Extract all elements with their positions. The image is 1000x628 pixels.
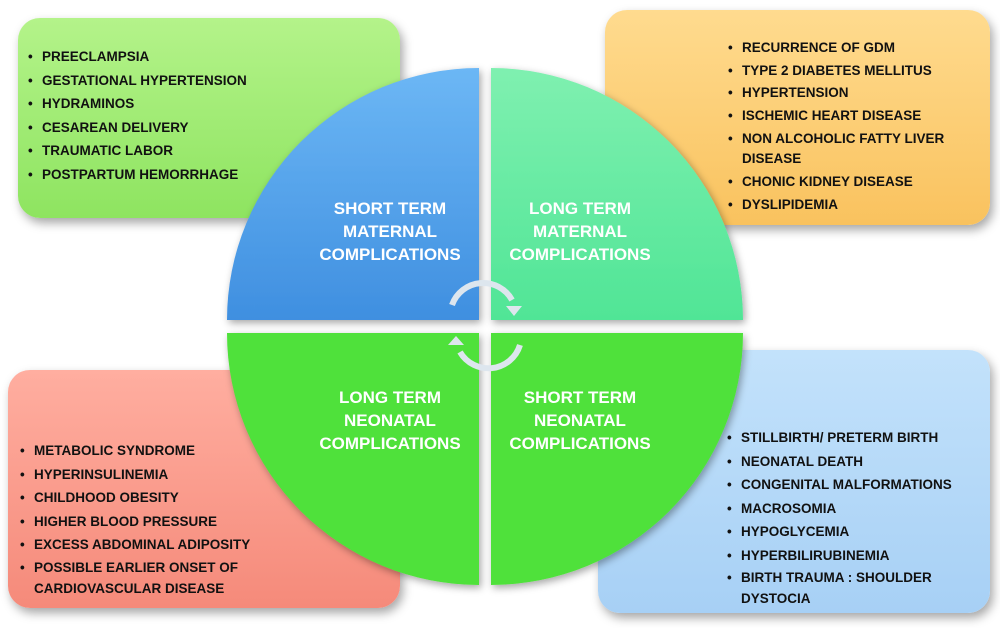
short-term-maternal-title: SHORT TERM MATERNAL COMPLICATIONS (290, 197, 490, 266)
list-item: TRAUMATIC LABOR (28, 139, 268, 163)
title-line: NEONATAL (534, 411, 626, 430)
short-term-maternal-quadrant (227, 68, 479, 320)
list-item: HYPOGLYCEMIA (727, 520, 967, 544)
list-item: ISCHEMIC HEART DISEASE (728, 105, 968, 128)
list-item: MACROSOMIA (727, 497, 967, 521)
long-term-neonatal-title: LONG TERM NEONATAL COMPLICATIONS (290, 386, 490, 455)
short-term-maternal-list: PREECLAMPSIA GESTATIONAL HYPERTENSION HY… (28, 45, 268, 186)
list-item: POSTPARTUM HEMORRHAGE (28, 163, 268, 187)
list-item: HYPERTENSION (728, 82, 968, 105)
list-item: CESAREAN DELIVERY (28, 116, 268, 140)
short-term-neonatal-quadrant (491, 333, 743, 585)
list-item: GESTATIONAL HYPERTENSION (28, 69, 268, 93)
list-item: CHONIC KIDNEY DISEASE (728, 171, 968, 194)
list-item: BIRTH TRAUMA : SHOULDER DYSTOCIA (727, 567, 967, 609)
list-item: HYPERBILIRUBINEMIA (727, 544, 967, 568)
title-line: COMPLICATIONS (319, 434, 461, 453)
cycle-arrow-bottom-icon (448, 336, 523, 372)
list-item: DYSLIPIDEMIA (728, 194, 968, 217)
long-term-maternal-list: RECURRENCE OF GDM TYPE 2 DIABETES MELLIT… (728, 37, 968, 216)
title-line: MATERNAL (342, 222, 438, 241)
long-term-maternal-title: LONG TERM MATERNAL COMPLICATIONS (480, 197, 680, 266)
title-line: LONG TERM (529, 199, 631, 218)
list-item: CONGENITAL MALFORMATIONS (727, 473, 967, 497)
title-line: MATERNAL (532, 222, 628, 241)
short-term-neonatal-list: STILLBIRTH/ PRETERM BIRTH NEONATAL DEATH… (727, 426, 967, 609)
list-item: HIGHER BLOOD PRESSURE (20, 510, 260, 534)
title-line: COMPLICATIONS (509, 245, 651, 264)
list-item: NON ALCOHOLIC FATTY LIVER DISEASE (728, 127, 968, 171)
long-term-neonatal-quadrant (227, 333, 479, 585)
list-item: METABOLIC SYNDROME (20, 439, 260, 463)
list-item: HYDRAMINOS (28, 92, 268, 116)
list-item: HYPERINSULINEMIA (20, 463, 260, 487)
list-item: PREECLAMPSIA (28, 45, 268, 69)
title-line: SHORT TERM (523, 388, 637, 407)
title-line: SHORT TERM (333, 199, 447, 218)
short-term-neonatal-title: SHORT TERM NEONATAL COMPLICATIONS (480, 386, 680, 455)
title-line: COMPLICATIONS (509, 434, 651, 453)
list-item: NEONATAL DEATH (727, 450, 967, 474)
title-line: NEONATAL (344, 411, 436, 430)
cycle-arrow-top-icon (449, 280, 522, 316)
list-item: STILLBIRTH/ PRETERM BIRTH (727, 426, 967, 450)
list-item: POSSIBLE EARLIER ONSET OF CARDIOVASCULAR… (20, 557, 260, 599)
title-line: COMPLICATIONS (319, 245, 461, 264)
list-item: TYPE 2 DIABETES MELLITUS (728, 60, 968, 83)
long-term-neonatal-list: METABOLIC SYNDROME HYPERINSULINEMIA CHIL… (20, 439, 260, 599)
list-item: EXCESS ABDOMINAL ADIPOSITY (20, 533, 260, 557)
long-term-maternal-quadrant (491, 68, 743, 320)
title-line: LONG TERM (339, 388, 441, 407)
list-item: CHILDHOOD OBESITY (20, 486, 260, 510)
list-item: RECURRENCE OF GDM (728, 37, 968, 60)
